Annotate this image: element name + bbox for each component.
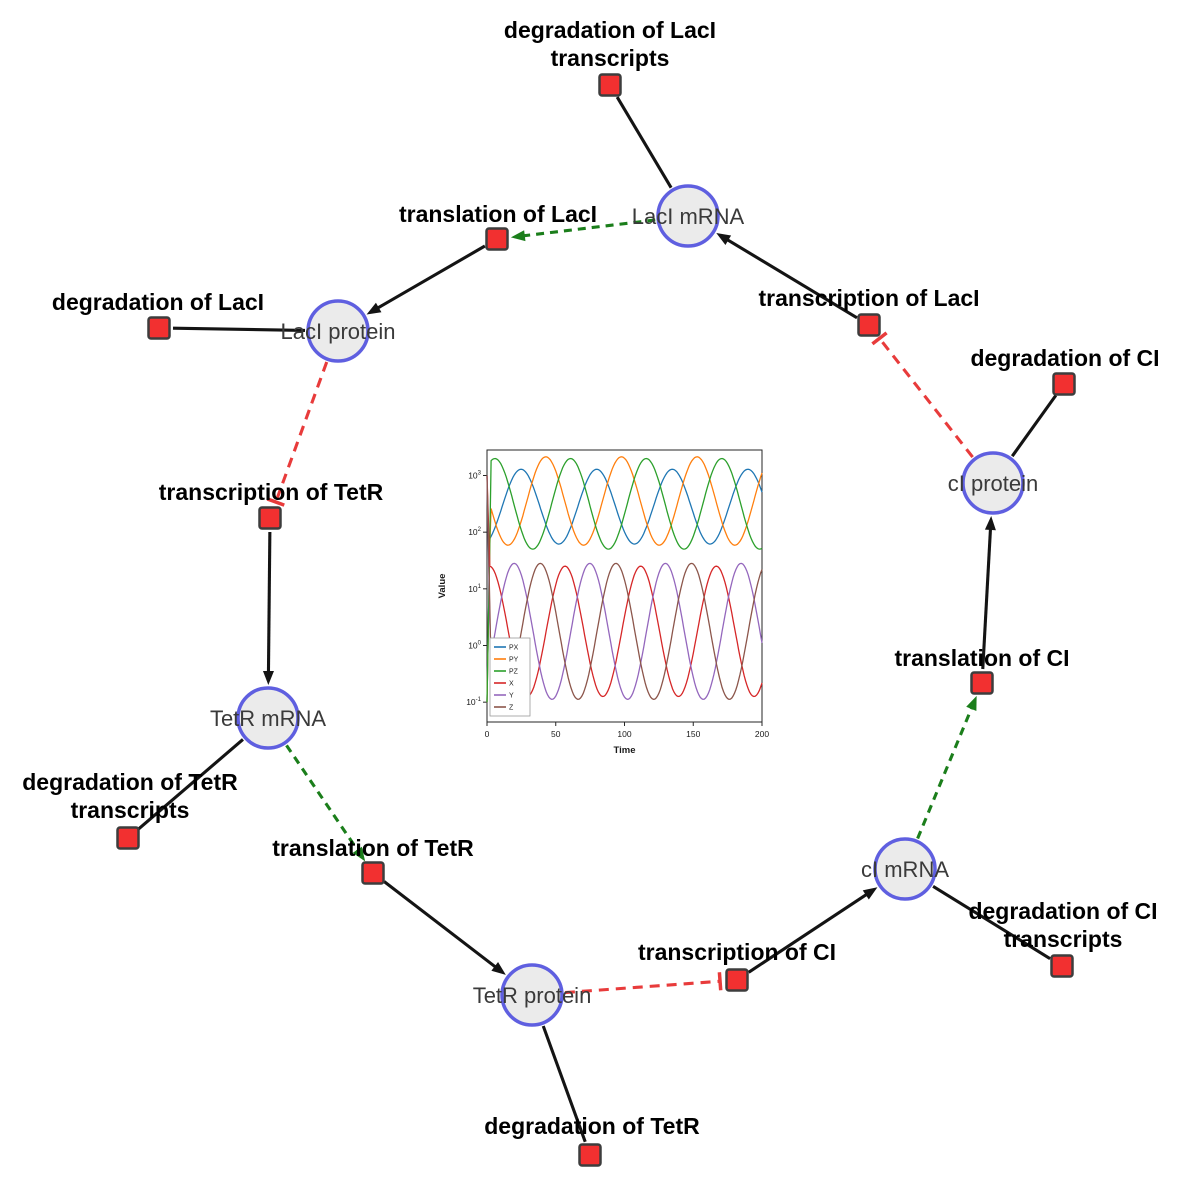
species-node-tetr-mrna (236, 686, 300, 750)
species-label-laci-mrna: LacI mRNA (632, 204, 745, 229)
species-node-ci-mrna (873, 837, 937, 901)
reaction-label-transcription-ci: transcription of CI (638, 939, 836, 965)
edge-product-transcription-ci-to-ci-mrna (747, 890, 871, 974)
reaction-label-transcription-laci: transcription of LacI (758, 285, 979, 311)
reaction-node-deg-ci-transcripts (1050, 954, 1074, 978)
reaction-label-translation-ci: translation of CI (894, 645, 1069, 671)
reaction-node-transcription-ci (725, 968, 749, 992)
edges-layer (137, 96, 1058, 1143)
edge-reactant-laci-protein-to-deg-laci (172, 326, 306, 332)
y-tick-label: 10-1 (466, 697, 481, 707)
edge-reactant-tetr-mrna-to-deg-tetr-transcripts (137, 738, 244, 831)
chart-legend-box (489, 637, 531, 717)
y-tick-label: 101 (468, 584, 481, 594)
edge-product-transcription-laci-to-laci-mrna (723, 236, 858, 320)
reaction-label-deg-tetr: degradation of TetR (484, 1113, 700, 1139)
edge-product-translation-laci-to-laci-protein (373, 244, 486, 312)
reaction-label-deg-laci-transcripts: transcripts (551, 45, 670, 71)
reaction-label-deg-ci: degradation of CI (970, 345, 1159, 371)
reaction-node-deg-laci (147, 316, 171, 340)
species-node-laci-mrna (656, 184, 720, 248)
x-tick-label: 50 (551, 729, 561, 739)
reaction-node-transcription-tetr (258, 506, 282, 530)
edge-reactant-ci-mrna-to-deg-ci-transcripts (932, 885, 1051, 960)
reaction-label-transcription-tetr: transcription of TetR (159, 479, 384, 505)
reaction-node-deg-ci (1052, 372, 1076, 396)
x-tick-label: 100 (617, 729, 631, 739)
chart-xlabel: Time (613, 745, 635, 756)
species-label-laci-protein: LacI protein (281, 319, 396, 344)
inhibition-tee-laci-protein-to-transcription-tetr (266, 497, 285, 507)
legend-label-PZ: PZ (509, 669, 519, 676)
reaction-node-translation-ci (970, 671, 994, 695)
edge-product-transcription-tetr-to-tetr-mrna (266, 531, 272, 677)
species-node-tetr-protein (500, 963, 564, 1027)
edge-modifier-laci-mrna-to-translation-laci (519, 218, 656, 238)
reaction-label-translation-laci: translation of LacI (399, 201, 597, 227)
chart-series-Z (486, 475, 763, 700)
species-label-tetr-mrna: TetR mRNA (210, 706, 326, 731)
reaction-label-deg-laci-transcripts: degradation of LacI (504, 17, 716, 43)
arrowhead-translation-laci-to-laci-protein (366, 302, 382, 315)
legend-label-Y: Y (509, 693, 514, 700)
chart-series-PX (486, 468, 763, 703)
edge-modifier-tetr-mrna-to-translation-tetr (285, 744, 362, 855)
x-tick-label: 150 (686, 729, 700, 739)
reaction-label-deg-laci: degradation of LacI (52, 289, 264, 315)
x-tick-label: 0 (485, 729, 490, 739)
x-tick-label: 200 (755, 729, 769, 739)
species-label-ci-protein: cI protein (948, 471, 1039, 496)
y-tick-label: 103 (468, 471, 481, 481)
reaction-label-deg-ci-transcripts: degradation of CI (968, 898, 1157, 924)
legend-label-X: X (509, 681, 514, 688)
arrowhead-ci-mrna-to-translation-ci (966, 695, 977, 711)
edge-inhibitor-laci-protein-to-transcription-tetr (274, 361, 329, 503)
chart-series-X (486, 475, 763, 698)
reaction-node-deg-tetr (578, 1143, 602, 1167)
arrowhead-translation-ci-to-ci-protein (984, 515, 996, 531)
edge-inhibitor-tetr-protein-to-transcription-ci (564, 979, 721, 995)
reaction-node-translation-laci (485, 227, 509, 251)
edge-modifier-ci-mrna-to-translation-ci (916, 703, 975, 840)
species-label-ci-mrna: cI mRNA (861, 857, 949, 882)
edge-inhibitor-ci-protein-to-transcription-laci (878, 337, 974, 458)
y-tick-label: 102 (468, 527, 481, 537)
edge-reactant-tetr-protein-to-deg-tetr (541, 1025, 587, 1143)
y-tick-label: 100 (468, 641, 481, 651)
arrowhead-tetr-mrna-to-translation-tetr (352, 846, 366, 862)
chart-ylabel: Value (437, 574, 448, 599)
arrowhead-laci-mrna-to-translation-laci (510, 230, 526, 242)
arrowhead-transcription-ci-to-ci-mrna (862, 887, 878, 900)
legend-label-Z: Z (509, 705, 514, 712)
edge-product-translation-ci-to-ci-protein (981, 524, 993, 670)
reaction-node-deg-tetr-transcripts (116, 826, 140, 850)
arrowhead-transcription-tetr-to-tetr-mrna (262, 670, 274, 686)
arrowhead-translation-tetr-to-tetr-protein (491, 962, 506, 975)
reaction-label-translation-tetr: translation of TetR (272, 835, 474, 861)
chart-series-PZ (486, 457, 763, 703)
inhibition-tee-ci-protein-to-transcription-laci (871, 331, 888, 346)
arrowhead-transcription-laci-to-laci-mrna (716, 233, 732, 245)
edge-reactant-ci-protein-to-deg-ci (1010, 394, 1058, 458)
legend-label-PX: PX (509, 645, 519, 652)
reaction-node-transcription-laci (857, 313, 881, 337)
legend-label-PY: PY (509, 657, 519, 664)
reaction-node-deg-laci-transcripts (598, 73, 622, 97)
reaction-label-deg-tetr-transcripts: transcripts (71, 797, 190, 823)
edge-reactant-laci-mrna-to-deg-laci-transcripts (615, 96, 673, 189)
species-label-tetr-protein: TetR protein (473, 983, 592, 1008)
reaction-label-deg-tetr-transcripts: degradation of TetR (22, 769, 238, 795)
reaction-node-translation-tetr (361, 861, 385, 885)
species-node-ci-protein (961, 451, 1025, 515)
edge-product-translation-tetr-to-tetr-protein (383, 880, 500, 971)
reaction-label-deg-ci-transcripts: transcripts (1004, 926, 1123, 952)
chart-series-PY (486, 456, 763, 703)
species-node-laci-protein (306, 299, 370, 363)
inhibition-tee-tetr-protein-to-transcription-ci (717, 972, 723, 991)
